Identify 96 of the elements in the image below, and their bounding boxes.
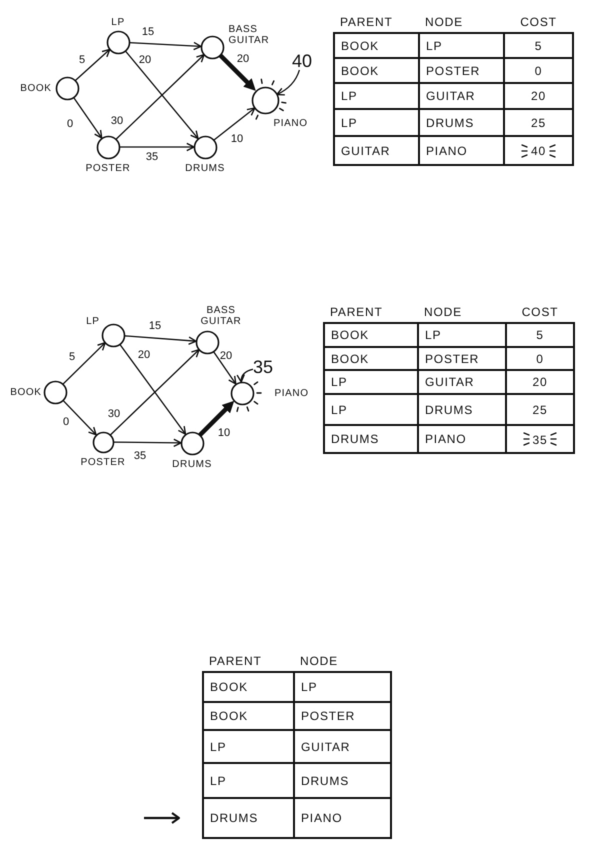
table-cell: BOOK xyxy=(203,672,294,702)
thick-arrow xyxy=(218,53,256,91)
table-cell: LP xyxy=(324,394,418,425)
table-cell: 20 xyxy=(506,370,574,394)
table-cell: 0 xyxy=(504,58,573,83)
table-cell: LP xyxy=(324,370,418,394)
arrow xyxy=(72,96,102,139)
table-cell: BOOK xyxy=(334,58,419,83)
table-cell: 5 xyxy=(504,33,573,58)
edge-label: 20 xyxy=(220,350,232,362)
node-label: POSTER xyxy=(80,456,126,468)
column-header: NODE xyxy=(419,11,504,33)
table-cell: LP xyxy=(203,730,294,763)
column-header: COST xyxy=(504,11,573,33)
edge-label: 35 xyxy=(134,450,146,462)
edge-label: 20 xyxy=(138,349,150,361)
table-cell: PIANO xyxy=(294,798,391,838)
column-header: COST xyxy=(506,301,574,323)
callout-value: 40 xyxy=(292,52,312,70)
node-label: LP xyxy=(86,316,100,326)
callout-arrow xyxy=(236,368,254,383)
table-cell: DRUMS xyxy=(324,425,418,453)
node-label: BOOK xyxy=(10,386,42,398)
node-label: LP xyxy=(111,16,125,28)
table-cell: BOOK xyxy=(324,347,418,370)
edge-label: 20 xyxy=(236,53,250,65)
arrow xyxy=(213,107,256,141)
table-cell: LP xyxy=(334,109,419,136)
table-cell: DRUMS xyxy=(294,763,391,798)
table-cell: 25 xyxy=(504,109,573,136)
edge-label: 5 xyxy=(68,351,76,363)
edge-label: 0 xyxy=(66,118,74,130)
arrow xyxy=(113,438,182,448)
callout-value: 35 xyxy=(252,358,274,376)
table-cell: PIANO xyxy=(418,425,506,453)
column-header: NODE xyxy=(418,301,506,323)
arrow xyxy=(110,348,200,436)
arrow xyxy=(62,342,106,385)
table-cell: LP xyxy=(294,672,391,702)
node-label: BASS GUITAR xyxy=(200,304,242,326)
table-cell: 20 xyxy=(504,83,573,109)
table-cell: 0 xyxy=(506,347,574,370)
arrow xyxy=(62,399,97,436)
table-cell: POSTER xyxy=(294,702,391,730)
table-cell: GUITAR xyxy=(294,730,391,763)
arrow xyxy=(128,42,202,50)
column-header: PARENT xyxy=(334,11,419,33)
column-header: PARENT xyxy=(203,647,294,672)
thick-arrow xyxy=(198,400,234,437)
table-cell: POSTER xyxy=(418,347,506,370)
arrow xyxy=(124,335,197,345)
arrow xyxy=(115,54,205,140)
cost-value: 35 xyxy=(532,432,548,446)
table-cell: PIANO xyxy=(419,136,504,165)
node-label: PIANO xyxy=(274,118,308,128)
edge-label: 15 xyxy=(142,26,154,38)
table-cell: 5 xyxy=(506,323,574,347)
edge-label: 35 xyxy=(146,151,158,163)
table-cell: BOOK xyxy=(203,702,294,730)
table-cell: LP xyxy=(418,323,506,347)
edge-label: 20 xyxy=(138,54,152,66)
callout-arrow xyxy=(276,70,300,96)
table-cell: LP xyxy=(419,33,504,58)
arrow xyxy=(119,142,195,152)
edge-label: 15 xyxy=(148,320,162,332)
edge-label: 10 xyxy=(230,133,244,145)
column-header: NODE xyxy=(294,647,391,672)
edge-label: 30 xyxy=(108,408,120,420)
table-cell: 25 xyxy=(506,394,574,425)
cost-value: 40 xyxy=(531,144,546,158)
table-cell: BOOK xyxy=(334,33,419,58)
node-label: DRUMS xyxy=(172,458,212,470)
arrow xyxy=(74,48,110,82)
arrow xyxy=(212,350,236,385)
arrow xyxy=(124,50,199,140)
edge-label: 5 xyxy=(78,54,86,66)
table-cell: DRUMS xyxy=(418,394,506,425)
edge-label: 10 xyxy=(218,427,230,439)
edge-label: 0 xyxy=(62,416,70,428)
table-cell: GUITAR xyxy=(419,83,504,109)
table-cell: DRUMS xyxy=(203,798,294,838)
node-label: BOOK xyxy=(20,82,52,94)
edge-label: 30 xyxy=(110,115,124,127)
table-cell: DRUMS xyxy=(419,109,504,136)
table-cell: LP xyxy=(203,763,294,798)
node-label: DRUMS xyxy=(185,162,225,174)
table-cell: LP xyxy=(334,83,419,109)
node-label: POSTER xyxy=(86,162,130,174)
table-cell: GUITAR xyxy=(418,370,506,394)
table-cell: BOOK xyxy=(324,323,418,347)
arrow xyxy=(118,344,186,435)
table-cell: POSTER xyxy=(419,58,504,83)
node-label: PIANO xyxy=(274,388,309,398)
node-label: BASS GUITAR xyxy=(228,24,270,46)
table-cell: GUITAR xyxy=(334,136,419,165)
column-header: PARENT xyxy=(324,301,418,323)
